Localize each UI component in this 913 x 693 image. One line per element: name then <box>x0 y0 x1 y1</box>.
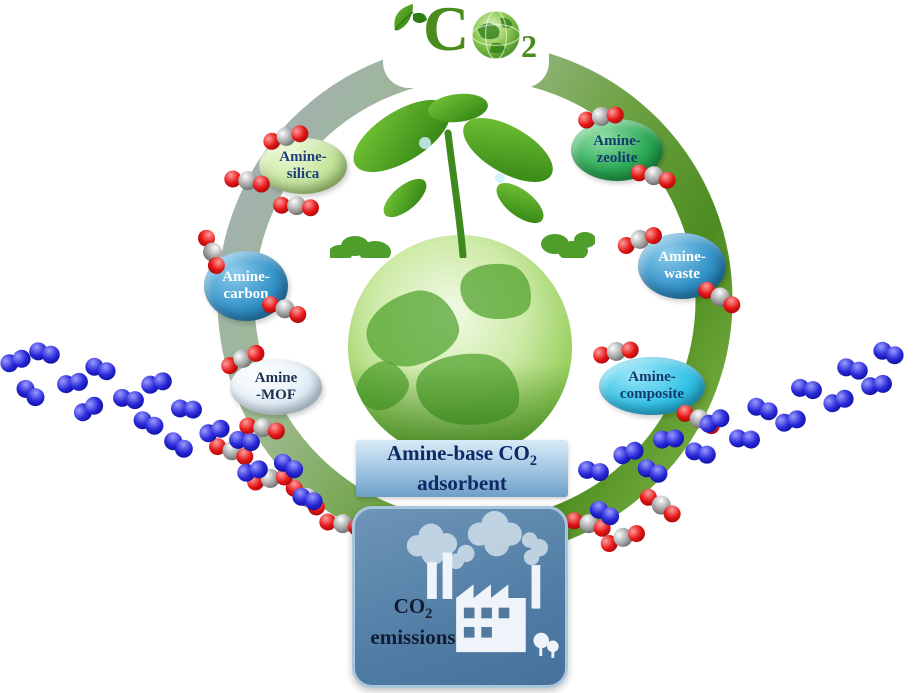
co2-emissions-box: CO2 emissions <box>352 506 568 688</box>
adsorbent-label: zeolite <box>596 150 638 166</box>
adsorbent-label: Amine- <box>279 148 327 165</box>
adsorbent-label: -MOF <box>256 387 296 403</box>
adsorbent-label: composite <box>619 386 685 402</box>
emissions-line-1: CO2 <box>393 594 433 623</box>
adsorbent-amine-carbon: Amine- carbon <box>204 251 288 321</box>
adsorbent-label: waste <box>664 266 700 282</box>
adsorbent-amine-composite: Amine- composite <box>599 357 705 415</box>
co2-emissions-label: CO2 emissions <box>361 593 465 650</box>
adsorbent-label: carbon <box>223 286 269 302</box>
factory-icon <box>406 510 559 658</box>
logo-subscript: 2 <box>521 28 537 64</box>
adsorbent-amine-mof: Amine -MOF <box>230 359 322 415</box>
globe-icon <box>471 10 521 60</box>
adsorbent-label: Amine <box>254 369 298 386</box>
adsorbent-label: Amine- <box>222 268 270 285</box>
co2-logo: C 2 <box>383 0 549 88</box>
adsorbent-label: Amine- <box>658 248 706 265</box>
adsorbent-label: Amine- <box>628 368 676 385</box>
emissions-line-2: emissions <box>370 625 456 650</box>
adsorbent-label: silica <box>286 166 320 182</box>
adsorbent-label: Amine- <box>593 132 641 149</box>
leaf-icon <box>394 4 427 31</box>
adsorbent-amine-silica: Amine- silica <box>259 138 347 194</box>
adsorbent-amine-waste: Amine- waste <box>638 233 726 299</box>
adsorbent-amine-zeolite: Amine- zeolite <box>571 119 663 181</box>
logo-letter-c: C <box>423 0 470 64</box>
